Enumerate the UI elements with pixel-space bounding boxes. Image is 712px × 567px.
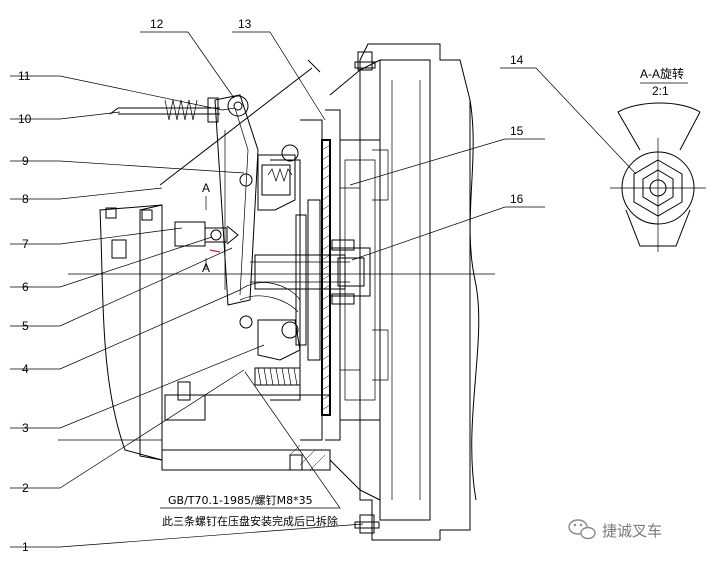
leader-14	[500, 67, 637, 175]
leader-1	[10, 523, 364, 548]
note-line-2: 此三条螺钉在压盘安装完成后已拆除	[162, 514, 338, 528]
callout-10: 10	[18, 112, 32, 126]
input-shaft	[250, 239, 371, 305]
leader-9	[10, 160, 245, 174]
note-line-1: GB/T70.1-1985/螺钉M8*35	[168, 494, 313, 507]
leader-16	[351, 206, 545, 261]
section-mark-top: A	[202, 181, 210, 195]
leader-13	[232, 31, 326, 121]
callout-1: 1	[22, 540, 29, 554]
leader-lines	[10, 31, 637, 548]
wechat-logo-icon	[568, 519, 596, 540]
watermark-text: 捷诚叉车	[602, 522, 662, 540]
center-lines	[58, 130, 495, 441]
callout-12: 12	[150, 17, 164, 31]
leader-note	[160, 371, 341, 509]
leader-11	[10, 75, 223, 111]
watermark: 捷诚叉车	[568, 519, 662, 540]
leader-15	[349, 138, 545, 186]
callout-3: 3	[22, 421, 29, 435]
callout-numbers: 1 2 3 4 5 6 7 8 9 10 11 12 13 14 15 16	[18, 17, 524, 554]
section-scale: 2:1	[652, 84, 669, 98]
callout-7: 7	[22, 237, 29, 251]
callout-15: 15	[510, 124, 524, 138]
callout-4: 4	[22, 362, 29, 376]
leader-3	[10, 344, 265, 429]
bolt-note: GB/T70.1-1985/螺钉M8*35 此三条螺钉在压盘安装完成后已拆除	[162, 494, 338, 528]
leader-7	[10, 227, 183, 245]
release-fork	[109, 59, 321, 329]
clutch-cover	[99, 204, 331, 471]
flywheel-housing	[325, 43, 480, 541]
leader-6	[10, 236, 213, 288]
callout-2: 2	[22, 481, 29, 495]
clutch-disc	[270, 119, 331, 441]
leader-2	[10, 369, 245, 489]
callout-13: 13	[238, 17, 252, 31]
section-title: A-A旋转	[640, 66, 684, 81]
section-a-a-detail: A-A旋转 2:1	[610, 66, 706, 252]
leader-12	[140, 31, 235, 99]
leader-4	[10, 289, 241, 370]
callout-16: 16	[510, 192, 524, 206]
callout-5: 5	[22, 319, 29, 333]
leader-5	[10, 247, 233, 327]
callout-8: 8	[22, 192, 29, 206]
leader-10	[10, 111, 121, 120]
callout-6: 6	[22, 280, 29, 294]
release-mechanism	[239, 144, 301, 386]
leader-8	[10, 187, 163, 200]
callout-9: 9	[22, 154, 29, 168]
callout-14: 14	[510, 53, 524, 67]
section-cut-marks: A A	[202, 181, 221, 275]
callout-11: 11	[18, 69, 31, 83]
